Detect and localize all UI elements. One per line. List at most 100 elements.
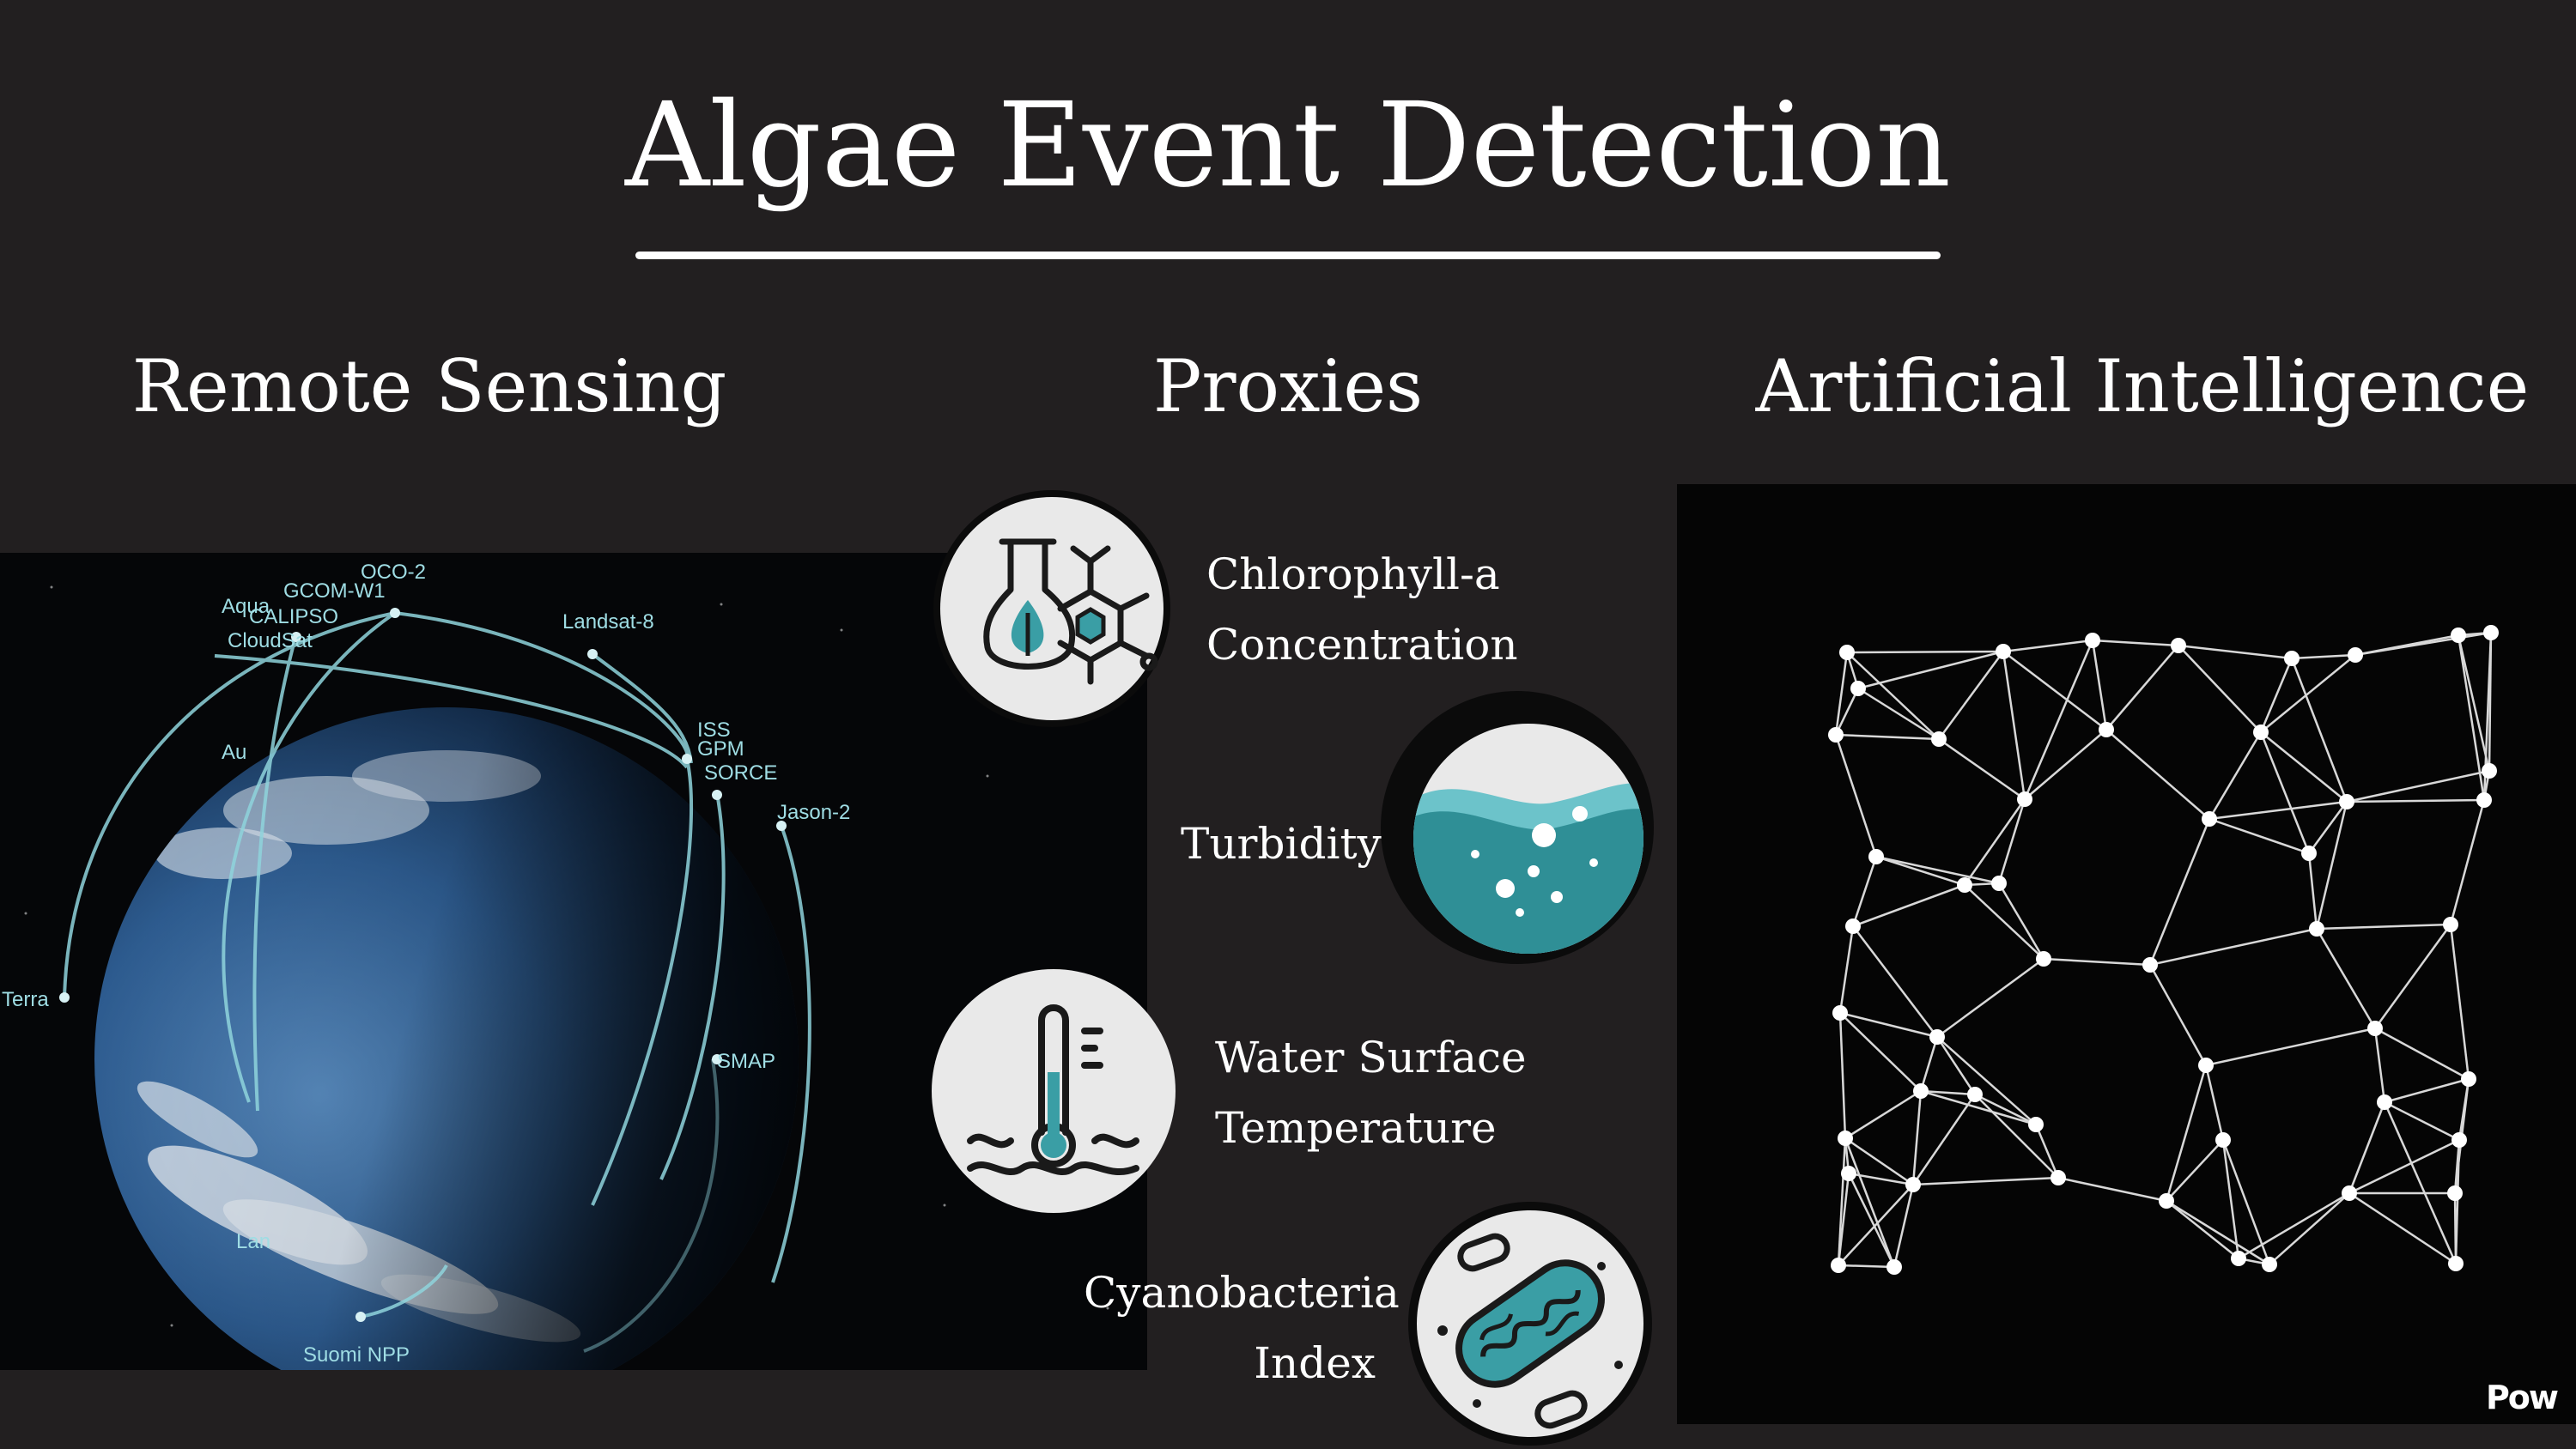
bacteria-icon <box>1417 1210 1643 1437</box>
network-node <box>1913 1083 1929 1099</box>
network-edge <box>2002 651 2026 800</box>
network-edge <box>1857 650 2004 690</box>
network-edge <box>2384 1100 2460 1142</box>
network-edge <box>2259 658 2293 733</box>
network-edge <box>1838 1184 1914 1266</box>
network-node <box>1838 1131 1853 1146</box>
network-edge <box>1844 1089 1922 1140</box>
network-edge <box>2165 1064 2208 1202</box>
turbid-water-icon <box>1413 724 1643 954</box>
network-node <box>2036 951 2051 967</box>
network-edge <box>2043 957 2151 967</box>
network-edge <box>1936 957 2044 1039</box>
network-node <box>1886 1259 1902 1275</box>
network-edge <box>1964 884 2044 960</box>
label-sorce: SORCE <box>704 761 777 785</box>
network-edge <box>2348 1101 2386 1194</box>
network-edge <box>1911 1090 1923 1185</box>
network-edge <box>2346 798 2485 803</box>
network-edge <box>1844 1137 1914 1186</box>
cyanobacteria-icon-circle <box>1408 1202 1652 1446</box>
network-edge <box>2269 1192 2350 1265</box>
network-node <box>2309 921 2324 937</box>
heading-proxies: Proxies <box>1152 344 1424 428</box>
flask-leaf-icon <box>983 538 1158 685</box>
network-edge <box>1911 1094 1977 1185</box>
satellite-labels: OCO-2 GCOM-W1 Aqua CALIPSO CloudSat Land… <box>2 561 850 1367</box>
network-node <box>2202 811 2217 827</box>
network-node <box>2301 846 2317 861</box>
network-edge <box>2384 1077 2470 1104</box>
network-node <box>1832 1005 1848 1021</box>
network-edge <box>1839 1011 1938 1039</box>
network-edge <box>1997 798 2026 884</box>
network-edge <box>1893 1184 1915 1268</box>
network-edge <box>1974 1094 2059 1179</box>
network-edge <box>1974 1093 2037 1126</box>
network-edge <box>1938 737 2026 801</box>
label-aqua: Aqua <box>222 595 270 618</box>
network-edge <box>2291 653 2356 660</box>
network-node <box>2231 1251 2246 1266</box>
network-edge <box>2307 801 2348 854</box>
network-edge <box>2057 1176 2167 1203</box>
network-graph <box>1828 625 2499 1275</box>
network-edge <box>1844 1137 1896 1268</box>
network-edge <box>1835 733 1940 741</box>
network-edge <box>1936 1036 2037 1125</box>
network-edge <box>2166 1139 2224 1202</box>
network-edge <box>2208 817 2310 855</box>
label-aura-partial: Au <box>222 741 246 764</box>
network-edge <box>2178 644 2293 660</box>
heading-artificial-intelligence: Artificial Intelligence <box>1755 344 2530 428</box>
network-edge <box>2166 1200 2239 1259</box>
network-edge <box>1847 1173 1896 1268</box>
network-edge <box>1920 1089 1976 1096</box>
network-edge <box>1851 856 1878 927</box>
network-node <box>2262 1257 2277 1272</box>
network-edge <box>1838 1012 1847 1139</box>
network-node <box>2050 1170 2066 1185</box>
label-terra: Terra <box>2 988 49 1011</box>
network-edge <box>2178 645 2262 733</box>
thermometer-water-icon <box>967 1004 1139 1176</box>
network-node <box>2451 1132 2467 1148</box>
network-node <box>2028 1117 2044 1132</box>
turbidity-icon-circle <box>1381 691 1654 964</box>
network-edge <box>1875 855 1965 887</box>
network-node <box>2171 638 2186 653</box>
chlorophyll-icon-circle <box>933 490 1170 727</box>
network-edge <box>2148 964 2208 1066</box>
network-edge <box>2348 1138 2460 1195</box>
network-edge <box>1912 1176 2059 1186</box>
network-node <box>1845 919 1861 934</box>
network-edge <box>1963 798 2026 886</box>
network-node <box>2482 763 2497 779</box>
network-edge <box>1937 651 2005 740</box>
network-node <box>2215 1132 2231 1148</box>
network-edge <box>2221 1139 2240 1259</box>
network-node <box>2443 917 2458 932</box>
network-node <box>1850 681 1866 696</box>
stars <box>24 585 1109 1327</box>
label-gpm: GPM <box>697 737 744 761</box>
network-node <box>2377 1094 2392 1110</box>
network-edge <box>1857 687 1940 741</box>
network-node <box>1991 876 2007 891</box>
network-node <box>2159 1193 2174 1209</box>
network-edge <box>2383 1101 2458 1264</box>
proxy-label-turbidity: Turbidity <box>1181 819 1382 869</box>
network-edge <box>2034 1124 2060 1179</box>
network-node <box>1967 1087 1983 1102</box>
network-edge <box>1875 855 2000 885</box>
label-calipso: CALIPSO <box>249 605 338 628</box>
earth-illustration: OCO-2 GCOM-W1 Aqua CALIPSO CloudSat Land… <box>2 561 1109 1370</box>
network-edge <box>2023 640 2094 800</box>
network-edge <box>2024 729 2107 800</box>
network-edge <box>1834 734 1878 858</box>
network-edge <box>2166 1199 2270 1266</box>
watermark-logo: Pow <box>2485 1379 2559 1416</box>
network-edge <box>2148 818 2211 966</box>
network-edge <box>2221 1139 2271 1265</box>
network-edge <box>2315 928 2377 1029</box>
